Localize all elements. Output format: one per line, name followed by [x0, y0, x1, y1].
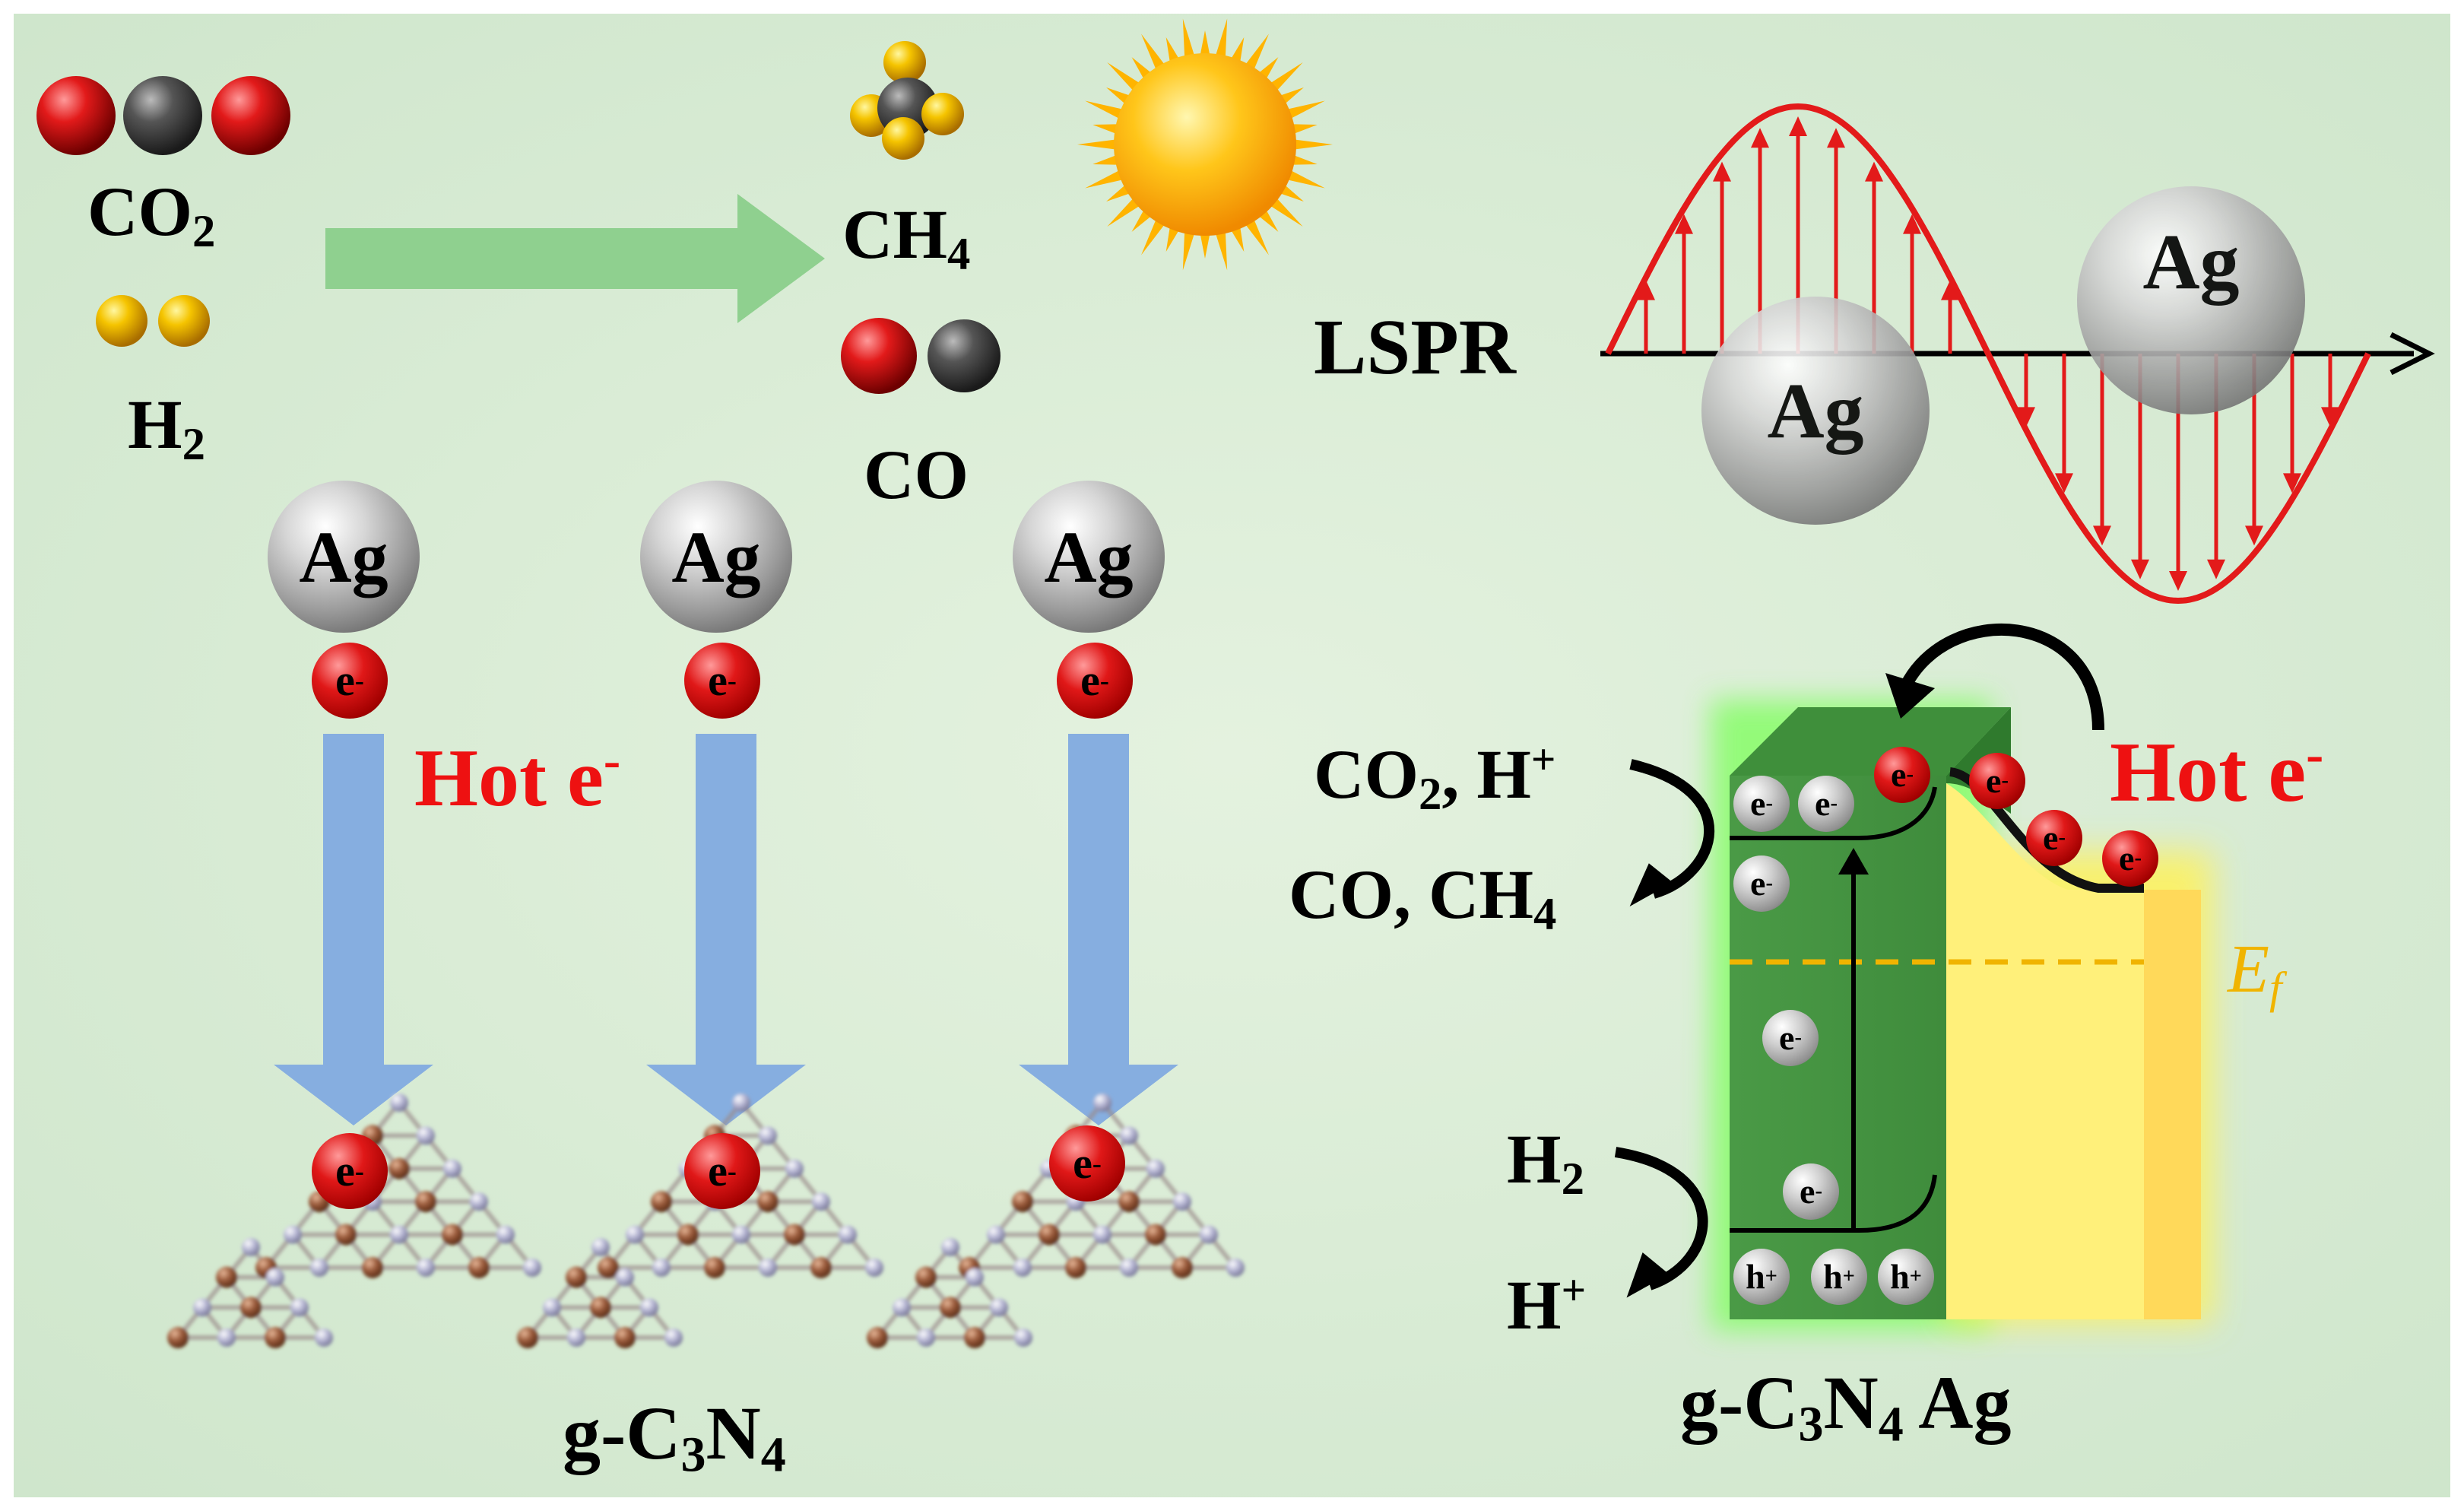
- co-molecule: [841, 318, 1001, 394]
- reduction-reactants: CO2, H+: [1314, 735, 1556, 821]
- ag-nanoparticle: Ag: [1013, 481, 1165, 633]
- oxidation-product: H+: [1507, 1266, 1587, 1344]
- gc3n4-lattice: [167, 1094, 1245, 1349]
- vb-electron: e-: [1783, 1163, 1839, 1220]
- co2-molecule: [36, 76, 290, 155]
- hole: h+: [1811, 1249, 1867, 1305]
- hot-electron: e-: [1969, 753, 2025, 809]
- reduction-products: CO, CH4: [1289, 855, 1557, 941]
- fermi-label: Ef: [2228, 932, 2282, 1013]
- electron: e-: [1057, 643, 1133, 719]
- ag-nanoparticle-large: Ag: [1701, 297, 1930, 525]
- lspr-wave: [1600, 103, 2435, 605]
- hot-electron: e-: [2102, 830, 2158, 887]
- sun-icon: [1077, 18, 1333, 271]
- h2-label: H2: [128, 386, 205, 471]
- hole: h+: [1878, 1249, 1934, 1305]
- ag-nanoparticle: Ag: [640, 481, 792, 633]
- hot-electron-label: Hot e-: [414, 732, 621, 824]
- gc3n4-box-top: [1730, 707, 2011, 776]
- electron: e-: [312, 643, 388, 719]
- substrate-label: g-C3N4: [563, 1391, 786, 1483]
- hot-electron: e-: [2026, 810, 2082, 866]
- lspr-label: LSPR: [1314, 303, 1516, 391]
- valence-band: [1730, 1174, 1937, 1233]
- ch4-label: CH4: [842, 195, 971, 281]
- conduction-band: [1730, 786, 1937, 840]
- co-label: CO: [864, 436, 969, 513]
- ag-nanoparticle-large: Ag: [2077, 186, 2305, 414]
- h2-molecule: [96, 295, 210, 347]
- reaction-arrow: [325, 194, 825, 323]
- bulk-electron: e-: [1762, 1010, 1819, 1066]
- cb-electron: e-: [1733, 855, 1790, 912]
- hot-electron: e-: [1874, 747, 1930, 803]
- co2-label: CO2: [87, 173, 216, 258]
- electron: e-: [1049, 1125, 1125, 1201]
- hole: h+: [1733, 1249, 1790, 1305]
- electron: e-: [684, 1133, 760, 1209]
- composite-label: g-C3N4 Ag: [1680, 1360, 2012, 1452]
- electron: e-: [312, 1133, 388, 1209]
- cb-electron: e-: [1798, 776, 1854, 832]
- hot-electron-label-right: Hot e-: [2110, 725, 2324, 820]
- ag-band: [1946, 783, 2144, 1319]
- cb-electron: e-: [1733, 776, 1790, 832]
- oxidation-reactant: H2: [1507, 1120, 1584, 1205]
- ag-nanoparticle: Ag: [268, 481, 420, 633]
- electron: e-: [684, 643, 760, 719]
- transfer-arrows: [274, 734, 1178, 1125]
- ch4-molecule: [850, 41, 964, 160]
